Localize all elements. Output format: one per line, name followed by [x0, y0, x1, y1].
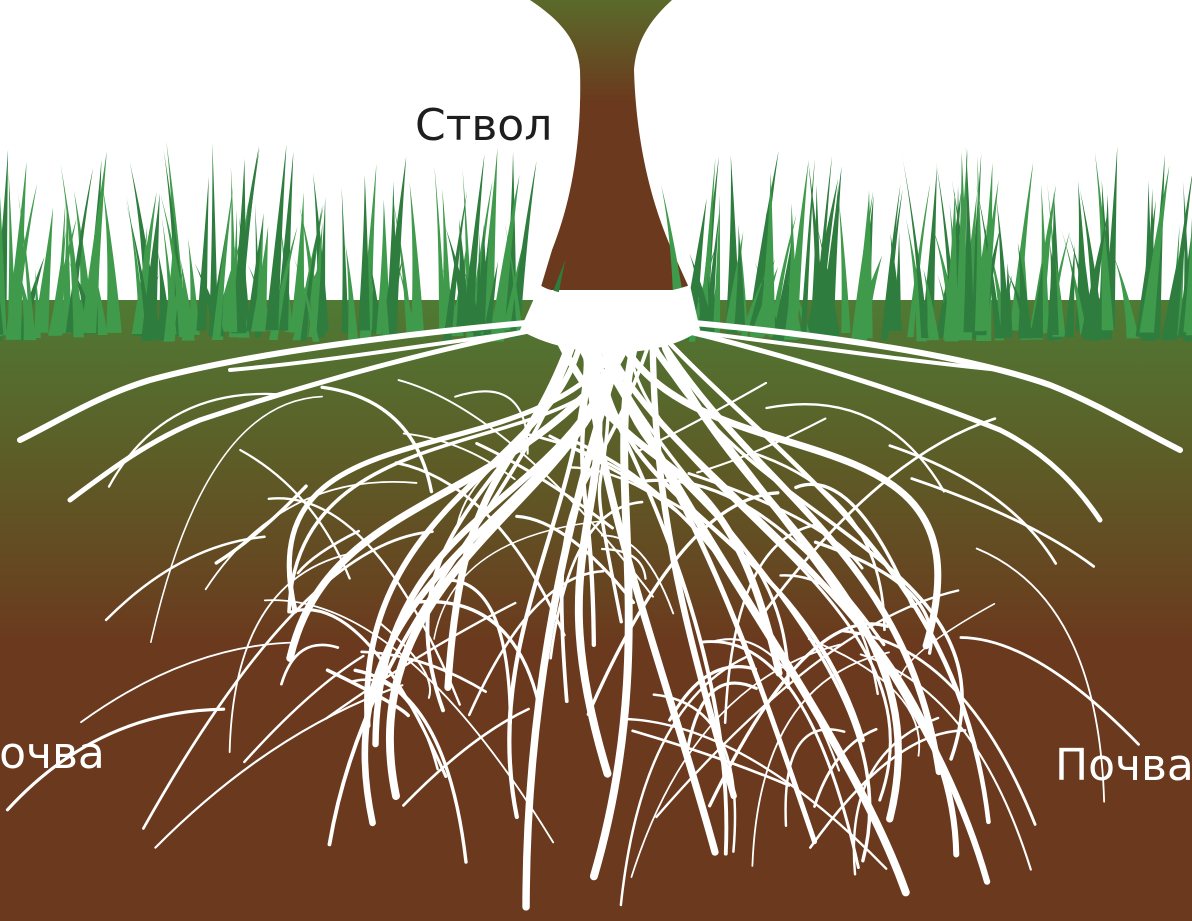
soil-label-left: Почва — [0, 732, 105, 776]
soil-label-right: Почва — [1055, 744, 1192, 788]
trunk-label: Ствол — [415, 104, 552, 148]
